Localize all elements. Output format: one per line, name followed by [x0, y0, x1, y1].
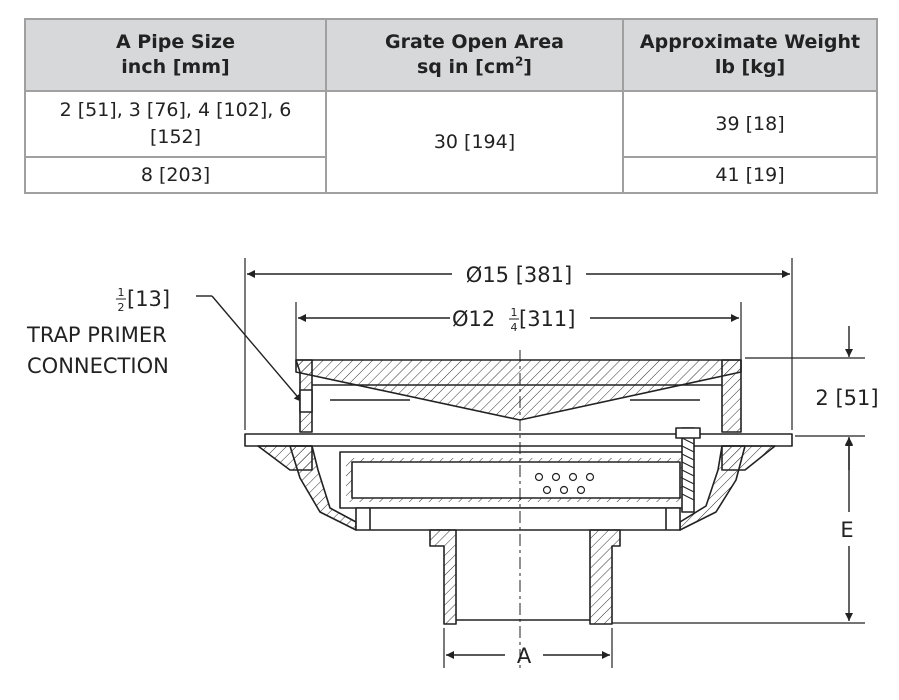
- header-weight-line1: Approximate Weight: [639, 31, 861, 53]
- dim-e-label: E: [840, 518, 853, 542]
- inner-diameter-label: Ø12 1 4 [311]: [452, 306, 575, 334]
- trap-primer-boss: [299, 389, 313, 413]
- drain-body: [244, 359, 793, 625]
- header-grate-unit-prefix: sq in [cm: [417, 56, 515, 78]
- trap-primer-line1: TRAP PRIMER: [26, 323, 167, 347]
- inner-diameter-prefix: Ø12: [452, 307, 495, 331]
- trap-size-fraction-denominator: 2: [118, 301, 125, 314]
- extension-lines: [244, 258, 865, 668]
- trap-size-fraction-numerator: 1: [118, 286, 125, 299]
- cell-pipe-size: 2 [51], 3 [76], 4 [102], 6 [152]: [24, 90, 327, 158]
- cell-grate-open-area: 30 [194]: [325, 90, 624, 194]
- header-pipe-size: A Pipe Size inch [mm]: [24, 18, 327, 92]
- height-dim-label: 2 [51]: [815, 386, 878, 410]
- header-grate-open-area: Grate Open Area sq in [cm2]: [325, 18, 624, 92]
- trap-primer-label: 1 2 [13] TRAP PRIMER CONNECTION: [26, 286, 170, 378]
- dim-a-label: A: [517, 644, 532, 668]
- strainer-rim-right: [721, 359, 742, 433]
- bucket-holes: [534, 472, 595, 495]
- cell-weight: 41 [19]: [622, 156, 878, 194]
- bucket-support: [355, 507, 681, 531]
- header-pipe-size-line1: A Pipe Size: [115, 31, 235, 53]
- grate: [295, 359, 742, 421]
- trap-size-value: [13]: [127, 287, 170, 311]
- specification-table: A Pipe Size inch [mm] Grate Open Area sq…: [24, 18, 878, 194]
- header-grate-open-area-line1: Grate Open Area: [385, 31, 564, 53]
- inner-diameter-fraction-numerator: 1: [511, 306, 518, 319]
- dimension-lines: [196, 270, 853, 659]
- header-grate-unit-suffix: ]: [523, 56, 532, 78]
- table-row: 8 [203] 41 [19]: [24, 156, 878, 194]
- outlet-left-wall: [429, 529, 457, 625]
- cell-weight: 39 [18]: [622, 90, 878, 158]
- cell-pipe-size: 8 [203]: [24, 156, 327, 194]
- inner-diameter-fraction-denominator: 4: [511, 321, 518, 334]
- header-approximate-weight: Approximate Weight lb [kg]: [622, 18, 878, 92]
- outer-diameter-label: Ø15 [381]: [466, 263, 572, 287]
- trap-primer-leader-diagonal: [211, 295, 303, 403]
- trap-primer-line2: CONNECTION: [27, 354, 169, 378]
- outlet-right-wall: [589, 529, 621, 625]
- inner-diameter-suffix: [311]: [519, 307, 575, 331]
- table-row: 2 [51], 3 [76], 4 [102], 6 [152] 30 [194…: [24, 90, 878, 194]
- header-pipe-size-line2: inch [mm]: [121, 56, 230, 78]
- table-header-row: A Pipe Size inch [mm] Grate Open Area sq…: [24, 18, 878, 92]
- flange: [244, 433, 793, 447]
- header-weight-line2: lb [kg]: [714, 56, 786, 78]
- header-grate-unit-superscript: 2: [514, 54, 524, 69]
